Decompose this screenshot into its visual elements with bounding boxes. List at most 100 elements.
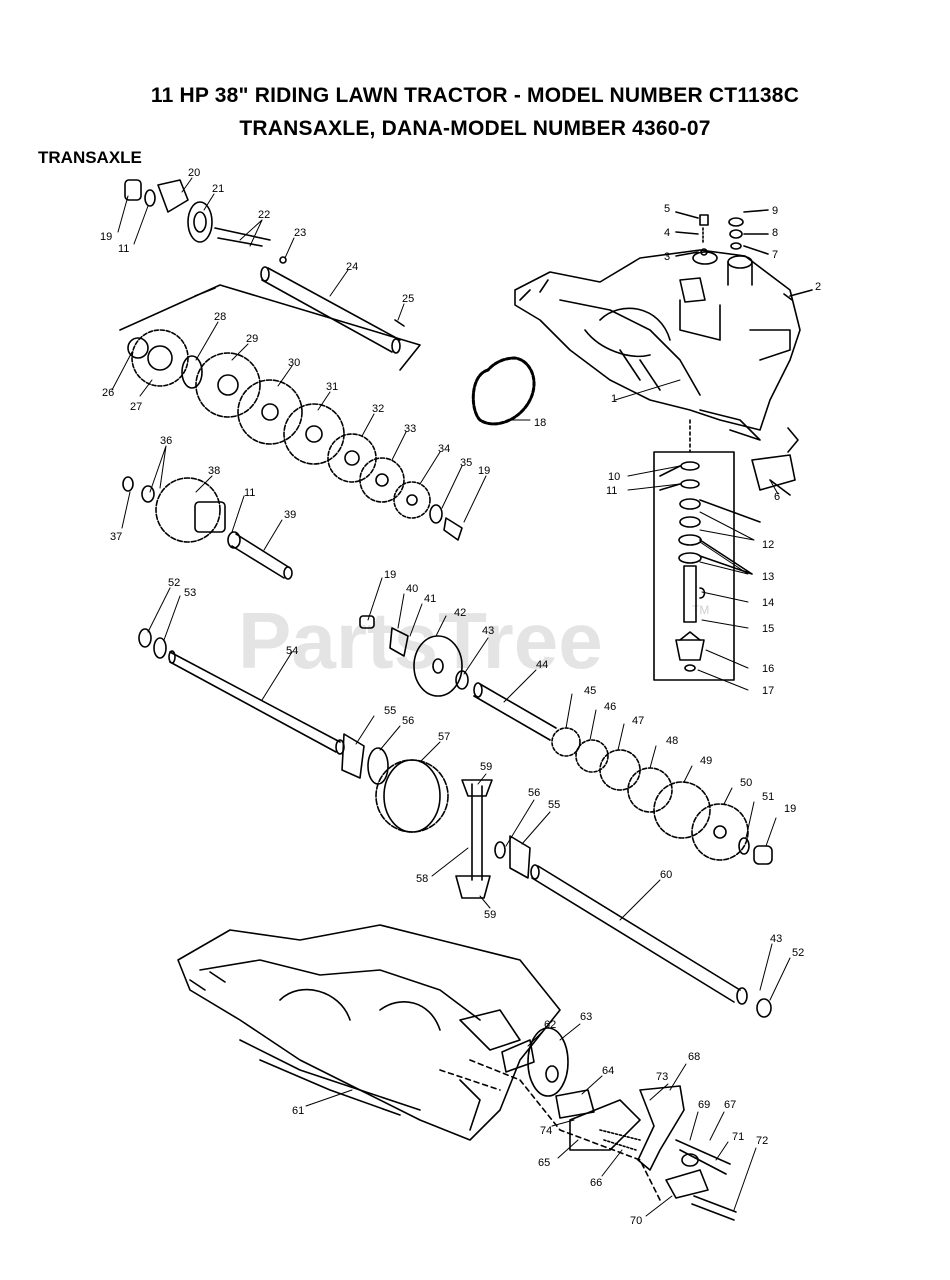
leader-lines [111,177,791,1217]
callout-49: 49 [700,755,712,767]
callout-11-c: 11 [118,243,129,255]
bracket-6 [751,454,796,496]
callout-67: 67 [724,1099,736,1111]
callout-40: 40 [406,583,418,595]
callout-15: 15 [762,623,774,635]
watermark: PartsTree [238,596,603,685]
brake-assembly [439,1027,737,1221]
shaft-44-group [359,615,557,741]
callout-61: 61 [292,1105,304,1117]
callout-20: 20 [188,167,200,179]
chain-18 [471,356,536,426]
callout-55-left: 55 [384,705,396,717]
callout-21: 21 [212,183,224,195]
callout-7: 7 [772,249,778,261]
callout-13: 13 [762,571,774,583]
callout-73: 73 [656,1071,668,1083]
callout-60: 60 [660,869,672,881]
callout-19-center: 19 [384,569,396,581]
callout-56-right: 56 [528,787,540,799]
callout-52-left: 52 [168,577,180,589]
callout-26: 26 [102,387,114,399]
callout-38: 38 [208,465,220,477]
callout-5: 5 [664,203,670,215]
callout-41: 41 [424,593,436,605]
callout-42: 42 [454,607,466,619]
callout-68: 68 [688,1051,700,1063]
callout-69: 69 [698,1099,710,1111]
callout-14: 14 [762,597,774,609]
callout-39: 39 [284,509,296,521]
callout-45: 45 [584,685,596,697]
callout-16: 16 [762,663,774,675]
watermark-trademark: TM [692,603,709,617]
callout-56-left: 56 [402,715,414,727]
gear-38-group [122,476,293,580]
callout-6: 6 [774,491,780,503]
callout-30: 30 [288,357,300,369]
callout-9: 9 [772,205,778,217]
callout-52-right: 52 [792,947,804,959]
callout-50: 50 [740,777,752,789]
callout-53: 53 [184,587,196,599]
callout-55-right: 55 [548,799,560,811]
gear-train-lower [551,727,773,865]
callout-27: 27 [130,401,142,413]
section-heading: TRANSAXLE [38,148,142,167]
callout-29: 29 [246,333,258,345]
lower-housing [177,924,561,1141]
callout-51: 51 [762,791,774,803]
callout-labels: 1 2 3 4 5 6 7 8 9 10 11 12 13 14 15 16 1… [100,167,821,1227]
callout-59-bottom: 59 [484,909,496,921]
callout-11-b: 11 [244,487,255,499]
callout-47: 47 [632,715,644,727]
callout-74: 74 [540,1125,552,1137]
callout-58: 58 [416,873,428,885]
callout-71: 71 [732,1131,744,1143]
shift-shaft-stack [659,419,761,672]
callout-48: 48 [666,735,678,747]
callout-10: 10 [608,471,620,483]
callout-2: 2 [815,281,821,293]
callout-31: 31 [326,381,338,393]
callout-44: 44 [536,659,548,671]
callout-28: 28 [214,311,226,323]
callout-65: 65 [538,1157,550,1169]
callout-70: 70 [630,1215,642,1227]
callout-59-top: 59 [480,761,492,773]
callout-22: 22 [258,209,270,221]
upper-housing [514,249,801,441]
callout-24: 24 [346,261,358,273]
gear-train-upper [127,329,463,541]
callout-43: 43 [482,625,494,637]
callout-54: 54 [286,645,298,657]
callout-25: 25 [402,293,414,305]
callout-12: 12 [762,539,774,551]
detail-box [653,451,735,681]
callout-3: 3 [664,251,670,263]
callout-36: 36 [160,435,172,447]
callout-11: 11 [606,485,617,497]
callout-72: 72 [756,1135,768,1147]
callout-57: 57 [438,731,450,743]
callout-32: 32 [372,403,384,415]
callout-35: 35 [460,457,472,469]
upper-small-parts [675,209,813,301]
callout-18: 18 [534,417,546,429]
callout-34: 34 [438,443,450,455]
top-shaft-group [124,179,405,354]
callout-1: 1 [611,393,617,405]
callout-33: 33 [404,423,416,435]
callout-8: 8 [772,227,778,239]
callout-4: 4 [664,227,670,239]
callout-64: 64 [602,1065,614,1077]
callout-46: 46 [604,701,616,713]
callout-66: 66 [590,1177,602,1189]
callout-19-right: 19 [784,803,796,815]
axle-60 [530,864,772,1018]
callout-19-top: 19 [100,231,112,243]
callout-37: 37 [110,531,122,543]
callout-62: 62 [544,1019,556,1031]
callout-63: 63 [580,1011,592,1023]
